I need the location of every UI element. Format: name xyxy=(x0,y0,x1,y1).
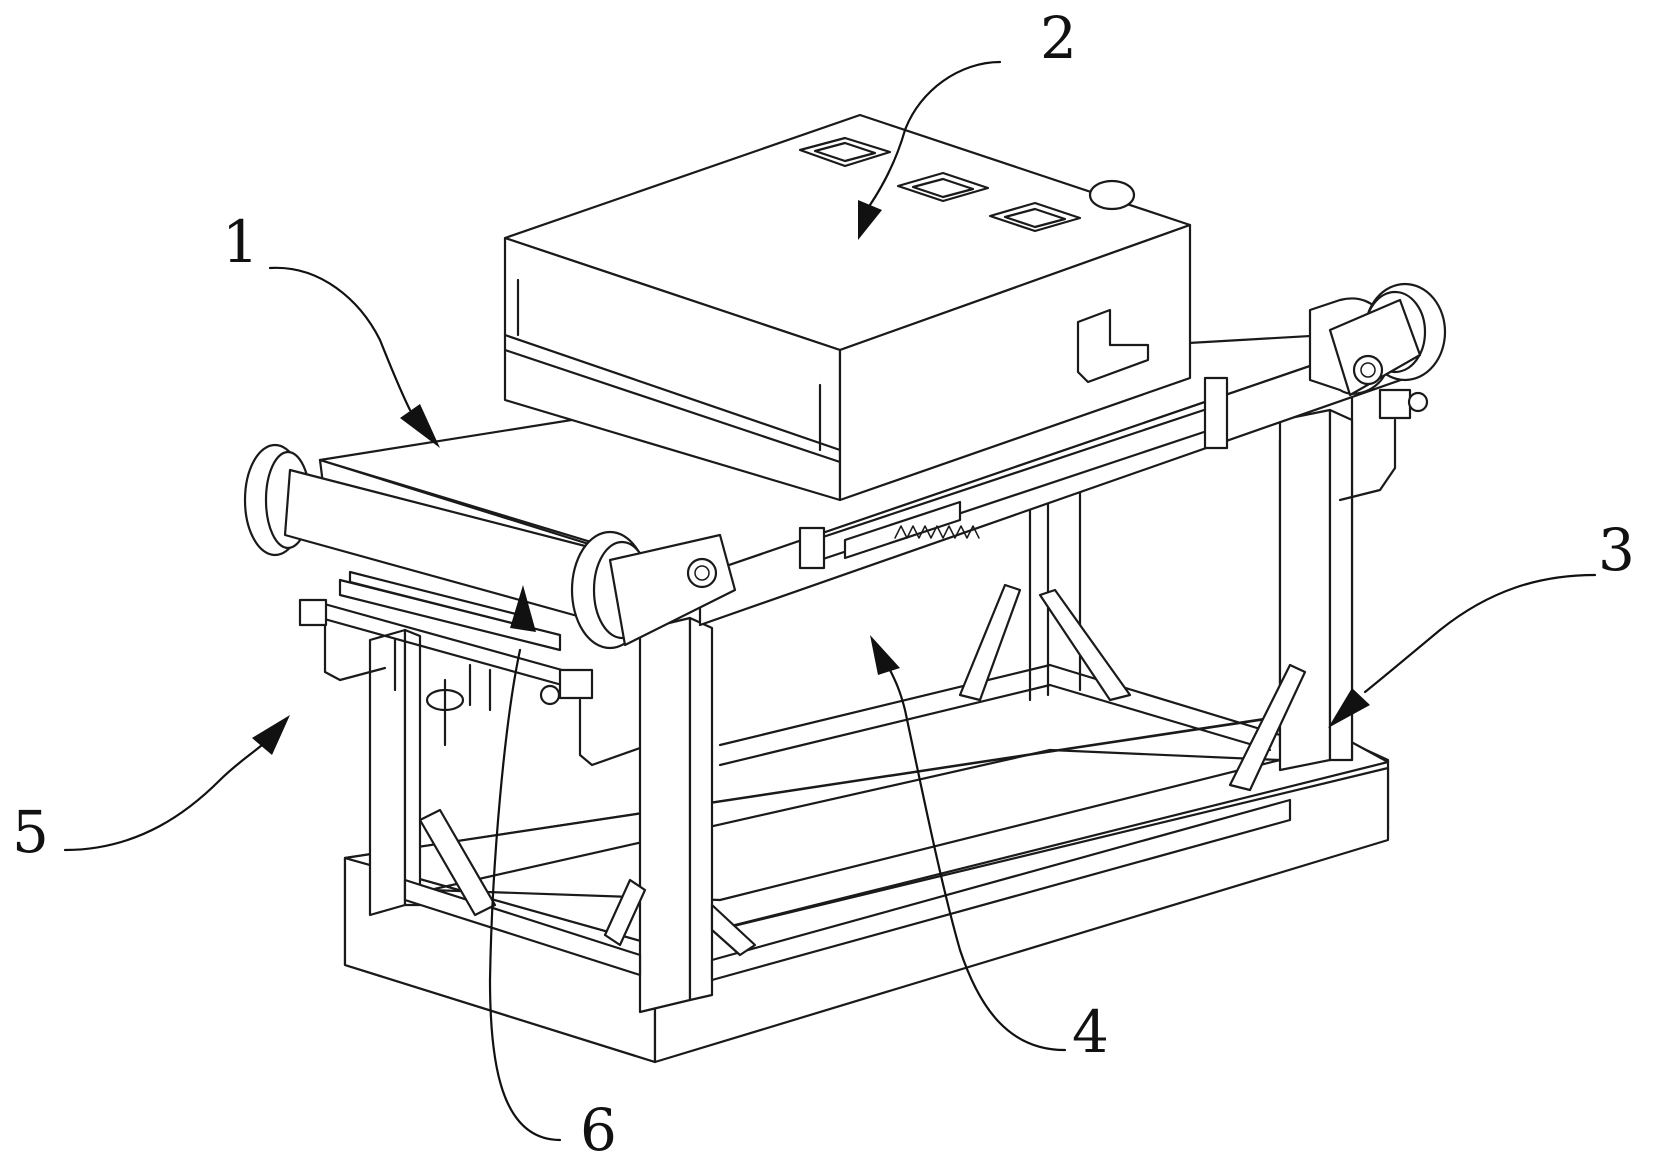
arrow-2 xyxy=(858,200,882,240)
base-plate xyxy=(343,712,1390,1064)
label-5: 5 xyxy=(12,798,49,866)
leader-6 xyxy=(488,648,562,1142)
arrow-4 xyxy=(870,635,900,675)
sprayer-assembly xyxy=(298,570,642,767)
label-1: 1 xyxy=(222,208,259,276)
arrow-5 xyxy=(252,715,290,755)
leader-5 xyxy=(63,743,264,852)
arrow-1 xyxy=(400,404,440,448)
label-4: 4 xyxy=(1072,998,1109,1066)
button-1-inner xyxy=(813,141,877,163)
leader-3 xyxy=(1363,573,1597,694)
front-legs xyxy=(368,616,1292,1014)
leader-4 xyxy=(888,668,1067,1052)
arrow-3 xyxy=(1328,688,1370,728)
leader-2 xyxy=(868,60,1002,207)
label-3: 3 xyxy=(1598,516,1635,584)
top-housing xyxy=(503,113,1192,502)
leader-lines xyxy=(63,60,1597,1142)
right-roller xyxy=(1308,282,1447,502)
reference-numerals: 1 2 3 4 5 6 xyxy=(12,4,1635,1162)
label-6: 6 xyxy=(580,1096,617,1162)
label-2: 2 xyxy=(1040,4,1077,72)
arrow-6 xyxy=(510,585,536,632)
leader-1 xyxy=(268,266,412,412)
left-roller xyxy=(243,443,737,650)
